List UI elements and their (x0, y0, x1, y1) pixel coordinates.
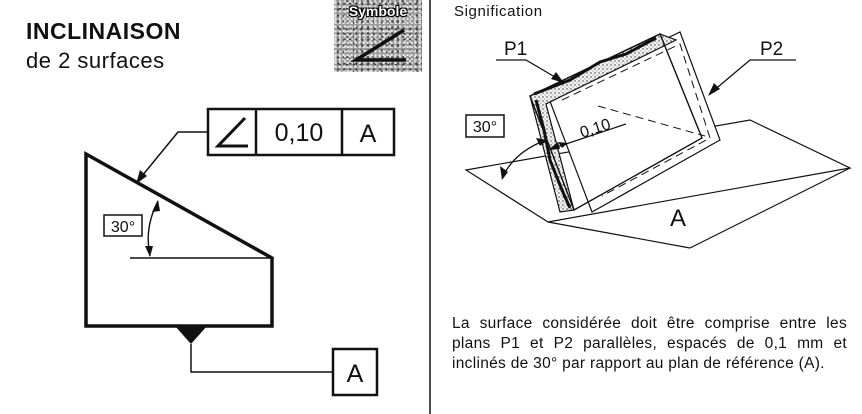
page-title: INCLINAISON (26, 18, 181, 44)
feature-control-frame: 0,10 A (206, 107, 396, 157)
p2-label: P2 (760, 39, 783, 60)
p1-leader (496, 59, 564, 83)
symbol-label: Symbole (348, 3, 408, 19)
datum-letter: A (347, 360, 364, 388)
angle-icon (214, 116, 248, 148)
reference-plane-label: A (670, 205, 686, 232)
leader-arrow (136, 131, 208, 184)
spacing-dimension (547, 123, 627, 151)
datum-box (331, 347, 379, 397)
symbol-box: Symbole (334, 0, 422, 72)
page-subtitle: de 2 surfaces (26, 48, 165, 73)
description-text: La surface considérée doit être comprise… (452, 315, 847, 372)
datum-connector (190, 344, 333, 373)
signification-heading: Signification (454, 3, 543, 20)
part-outline (84, 151, 274, 328)
angle-label: 30° (111, 219, 135, 236)
angle-icon (349, 28, 406, 62)
p2-leader (708, 59, 796, 96)
actual-surface-line (533, 36, 657, 209)
datum-triangle (175, 326, 207, 344)
angle-label-box-right (465, 114, 505, 138)
angle-dimension-arc-right (500, 138, 548, 180)
angle-label-box (103, 214, 143, 237)
right-drawing: A 0,10 30° P1 (464, 31, 852, 249)
p1-label: P1 (504, 39, 527, 60)
angle-dimension-arc (145, 200, 160, 257)
tolerance-value: 0,10 (275, 119, 324, 147)
plane-p1 (529, 33, 703, 212)
left-drawing: 0,10 A 30° A (84, 107, 396, 397)
frame-datum-letter: A (360, 120, 377, 148)
angle-label-right: 30° (473, 119, 497, 136)
